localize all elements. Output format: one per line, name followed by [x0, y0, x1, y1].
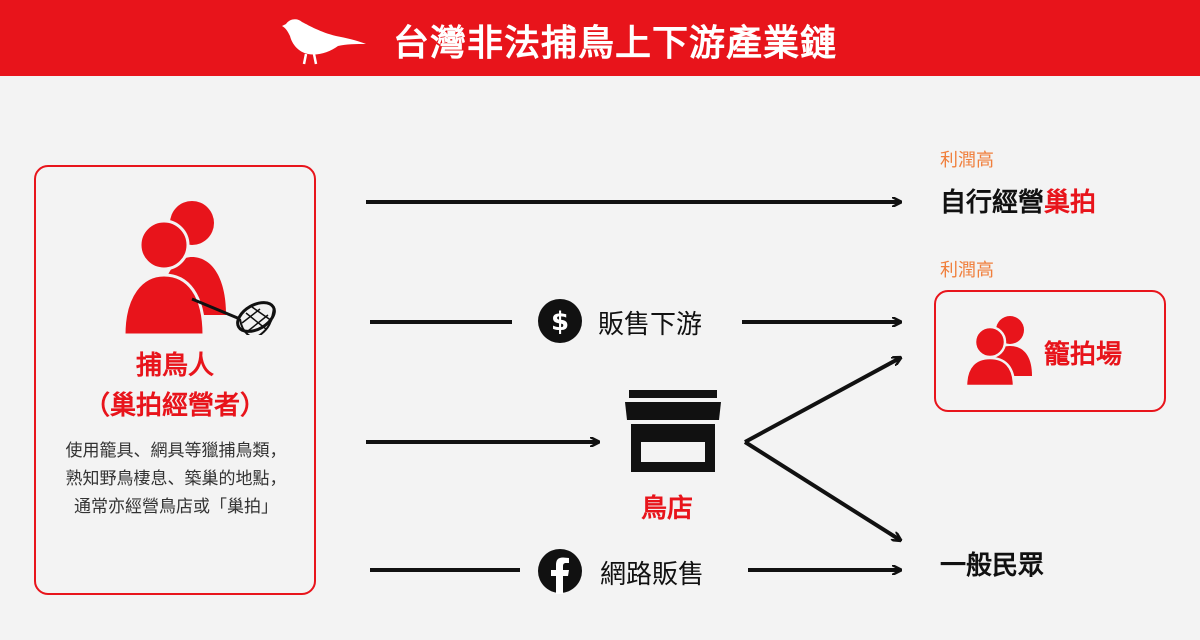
people-with-net-icon — [122, 201, 276, 335]
store-label: 鳥店 — [641, 494, 694, 524]
svg-text:$: $ — [551, 307, 569, 337]
catcher-description: 使用籠具、網具等獵捕鳥類，熟知野鳥棲息、築巢的地點，通常亦經營鳥店或「巢拍」 — [65, 441, 287, 517]
bird-icon — [282, 19, 366, 65]
arrow-store-to-public — [743, 440, 900, 540]
self-operate-highlight: 巢拍 — [1044, 188, 1097, 218]
profit-high-label-1: 利潤高 — [940, 150, 994, 171]
people-icon — [966, 316, 1032, 386]
general-public-label: 一般民眾 — [940, 551, 1045, 581]
sell-downstream-label: 販售下游 — [598, 310, 703, 340]
catcher-title: 捕鳥人 — [135, 351, 214, 381]
store-icon — [625, 390, 721, 472]
catcher-subtitle: （巢拍經營者） — [83, 391, 266, 421]
arrow-store-to-cage — [744, 358, 900, 444]
online-sales-label: 網路販售 — [600, 560, 705, 590]
cage-auction-box: 籠拍場 — [934, 290, 1166, 412]
profit-high-label-2: 利潤高 — [940, 260, 994, 281]
facebook-icon — [538, 549, 582, 594]
cage-auction-label: 籠拍場 — [1044, 340, 1123, 370]
self-operate-label: 自行經營巢拍 — [940, 182, 1096, 219]
catcher-box: 捕鳥人 （巢拍經營者） 使用籠具、網具等獵捕鳥類，熟知野鳥棲息、築巢的地點，通常… — [34, 165, 316, 595]
self-operate-prefix: 自行經營 — [940, 188, 1045, 218]
dollar-icon: $ — [538, 299, 582, 343]
page-title: 台灣非法捕鳥上下游產業鏈 — [393, 23, 838, 64]
header-banner: 台灣非法捕鳥上下游產業鏈 — [0, 0, 1200, 76]
